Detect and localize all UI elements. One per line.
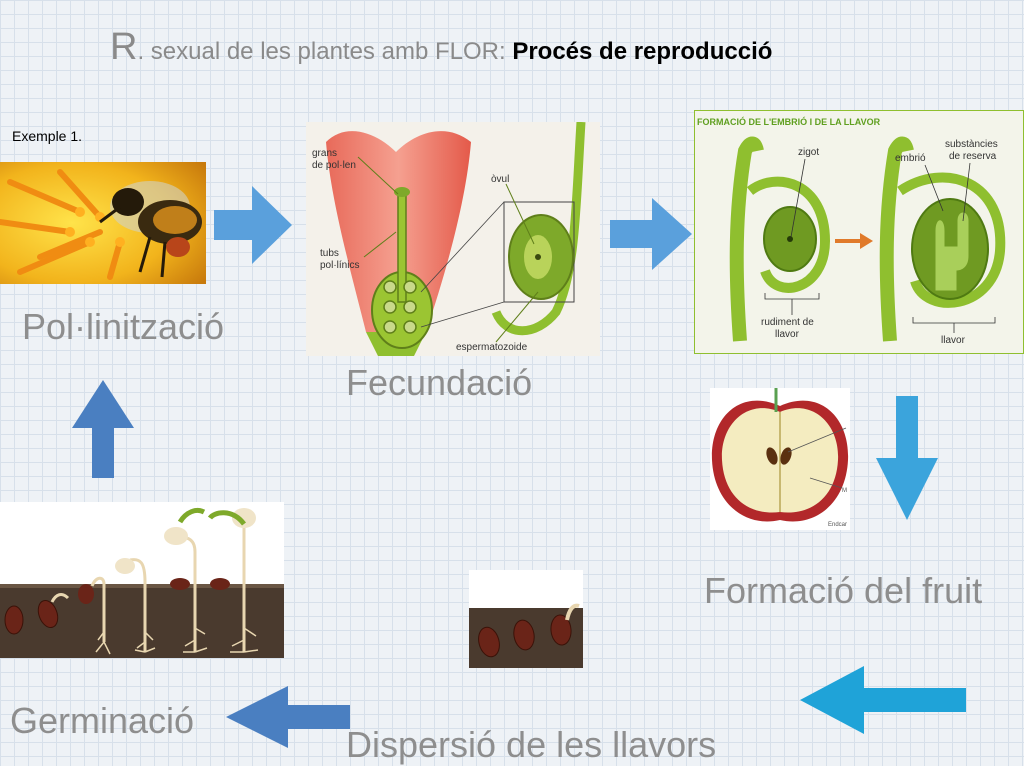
label-pollen-2: de pol·len bbox=[312, 160, 356, 171]
example-label: Exemple 1. bbox=[12, 128, 83, 144]
embryo-seed-panel: FORMACIÓ DE L'EMBRIÓ I DE LA LLAVOR zigo… bbox=[694, 110, 1024, 354]
label-zygote: zigot bbox=[798, 147, 819, 158]
label-seed: llavor bbox=[941, 335, 966, 346]
title-prefix: R bbox=[110, 26, 138, 68]
apple-cross-section: M Endcar bbox=[710, 388, 850, 530]
label-apple-m: M bbox=[842, 488, 847, 494]
label-reserve-1: substàncies bbox=[945, 139, 998, 150]
label-seed-rudiment-2: llavor bbox=[775, 329, 800, 340]
stage-fruit: Formació del fruit bbox=[704, 570, 983, 611]
germination-sequence-photo bbox=[0, 502, 284, 658]
label-reserve-2: de reserva bbox=[949, 151, 997, 162]
stage-dispersal: Dispersió de les llavors bbox=[346, 724, 717, 765]
seeds-in-soil-photo bbox=[469, 570, 583, 668]
label-sperm: espermatozoide bbox=[456, 342, 528, 353]
label-apple-endocarp: Endcar bbox=[828, 522, 847, 528]
embryo-panel-heading: FORMACIÓ DE L'EMBRIÓ I DE LA LLAVOR bbox=[697, 116, 881, 127]
stage-pollination: Pol·linització bbox=[22, 306, 225, 347]
arrow-right-icon bbox=[214, 186, 292, 264]
arrow-left-icon bbox=[800, 666, 966, 734]
label-seed-rudiment-1: rudiment de bbox=[761, 317, 814, 328]
label-tubes-2: pol·línics bbox=[320, 260, 359, 271]
label-pollen-1: grans bbox=[312, 148, 337, 159]
title-bold: Procés de reproducció bbox=[512, 38, 773, 65]
arrow-left-icon bbox=[226, 686, 350, 748]
stage-fertilization: Fecundació bbox=[346, 362, 533, 403]
stage-germination: Germinació bbox=[10, 700, 195, 741]
arrow-down-icon bbox=[876, 396, 938, 520]
arrow-right-icon bbox=[610, 198, 692, 270]
arrow-up-icon bbox=[72, 380, 134, 478]
page-title: R. sexual de les plantes amb FLOR: Procé… bbox=[110, 26, 772, 69]
label-embryo: embrió bbox=[895, 153, 926, 164]
label-ovule: òvul bbox=[491, 174, 509, 185]
bee-pollination-photo bbox=[0, 162, 206, 284]
label-tubes-1: tubs bbox=[320, 248, 339, 259]
title-rest: . sexual de les plantes amb FLOR: bbox=[137, 38, 513, 65]
